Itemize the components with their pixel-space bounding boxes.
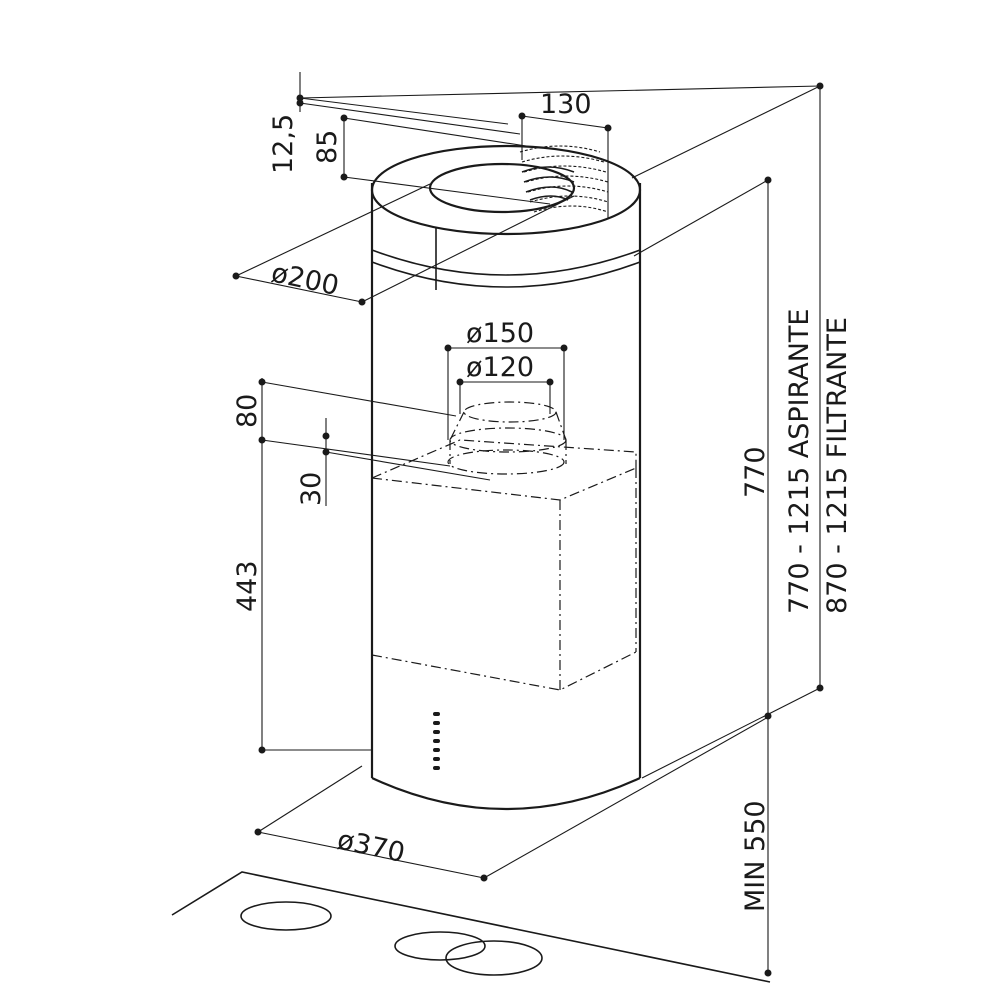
control-button xyxy=(433,766,440,770)
label-top-diameter: ø200 xyxy=(269,258,342,302)
control-button xyxy=(433,721,440,725)
label-range-filtrante: 870 - 1215 FILTRANTE xyxy=(822,317,853,614)
dim-top-cap-width xyxy=(518,112,612,218)
outlet-collar xyxy=(447,401,567,475)
label-body-height: 770 xyxy=(740,446,771,498)
label-top-height: 85 xyxy=(312,130,343,164)
dim-min-clearance xyxy=(764,716,772,977)
burner xyxy=(240,901,332,931)
dim-top-offset xyxy=(296,72,821,135)
dim-top-diameter xyxy=(232,183,575,306)
label-top-cap-width: 130 xyxy=(540,89,592,120)
cooktop xyxy=(171,871,771,983)
label-min-clearance: MIN 550 xyxy=(740,800,771,912)
control-button xyxy=(433,739,440,743)
hood-body xyxy=(370,144,642,810)
label-top-offset: 12,5 xyxy=(268,114,299,174)
inner-motor-box xyxy=(371,439,637,691)
label-body-diameter: ø370 xyxy=(335,825,408,869)
label-collar-height: 80 xyxy=(232,394,263,428)
label-collar-offset: 30 xyxy=(296,472,327,506)
control-button xyxy=(433,757,440,761)
dim-lower-stack xyxy=(258,378,491,754)
burner xyxy=(445,940,543,976)
control-panel xyxy=(433,712,440,770)
top-opening xyxy=(428,162,576,214)
label-body-lower: 443 xyxy=(232,560,263,612)
control-button xyxy=(433,712,440,716)
dim-body-height xyxy=(633,176,772,720)
dim-body-diameter xyxy=(254,715,771,882)
dim-outlet xyxy=(444,344,568,440)
control-button xyxy=(433,730,440,734)
label-range-aspirante: 770 - 1215 ASPIRANTE xyxy=(784,309,815,614)
top-grille xyxy=(519,145,609,213)
burner xyxy=(394,931,486,961)
label-outlet-inner: ø120 xyxy=(466,352,534,383)
label-outlet-outer: ø150 xyxy=(466,318,534,349)
dim-range xyxy=(631,82,824,779)
control-button xyxy=(433,748,440,752)
dim-top-height xyxy=(340,114,551,205)
